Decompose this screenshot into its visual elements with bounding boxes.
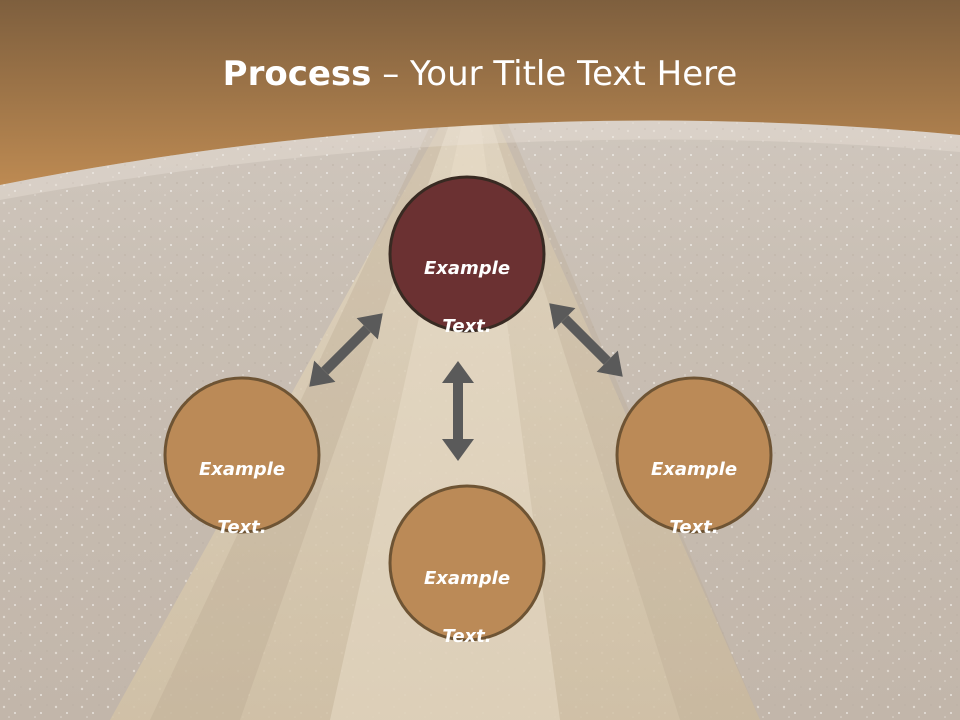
double-arrow-left <box>309 313 383 387</box>
road-edge-right <box>486 105 760 720</box>
node-bottom-line1: Example <box>423 568 511 589</box>
title-rest: Your Title Text Here <box>410 54 738 94</box>
node-left-line1: Example <box>198 459 286 480</box>
node-circle-left <box>163 376 321 534</box>
node-label-top: Example Text. <box>392 225 542 370</box>
node-bottom-line2: Text. <box>442 626 492 647</box>
node-right-line2: Text. <box>669 517 719 538</box>
double-arrow-right <box>549 303 623 377</box>
slide-title: Process – Your Title Text Here <box>0 52 960 96</box>
header-arc-highlight <box>0 120 960 200</box>
node-top-line2: Text. <box>442 316 492 337</box>
node-left-line2: Text. <box>217 517 267 538</box>
double-arrow-vertical <box>442 361 474 461</box>
title-bold: Process <box>222 54 372 94</box>
arrows <box>309 303 623 461</box>
title-dash: – <box>371 54 411 94</box>
node-circle-bottom <box>388 484 546 642</box>
node-label-right: Example Text. <box>619 426 769 571</box>
node-circle-right <box>615 376 773 534</box>
node-right-line1: Example <box>650 459 738 480</box>
node-top-line1: Example <box>423 258 511 279</box>
node-label-left: Example Text. <box>167 426 317 571</box>
header-band <box>0 0 960 185</box>
node-circle-top <box>388 175 546 333</box>
node-label-bottom: Example Text. <box>392 535 542 680</box>
